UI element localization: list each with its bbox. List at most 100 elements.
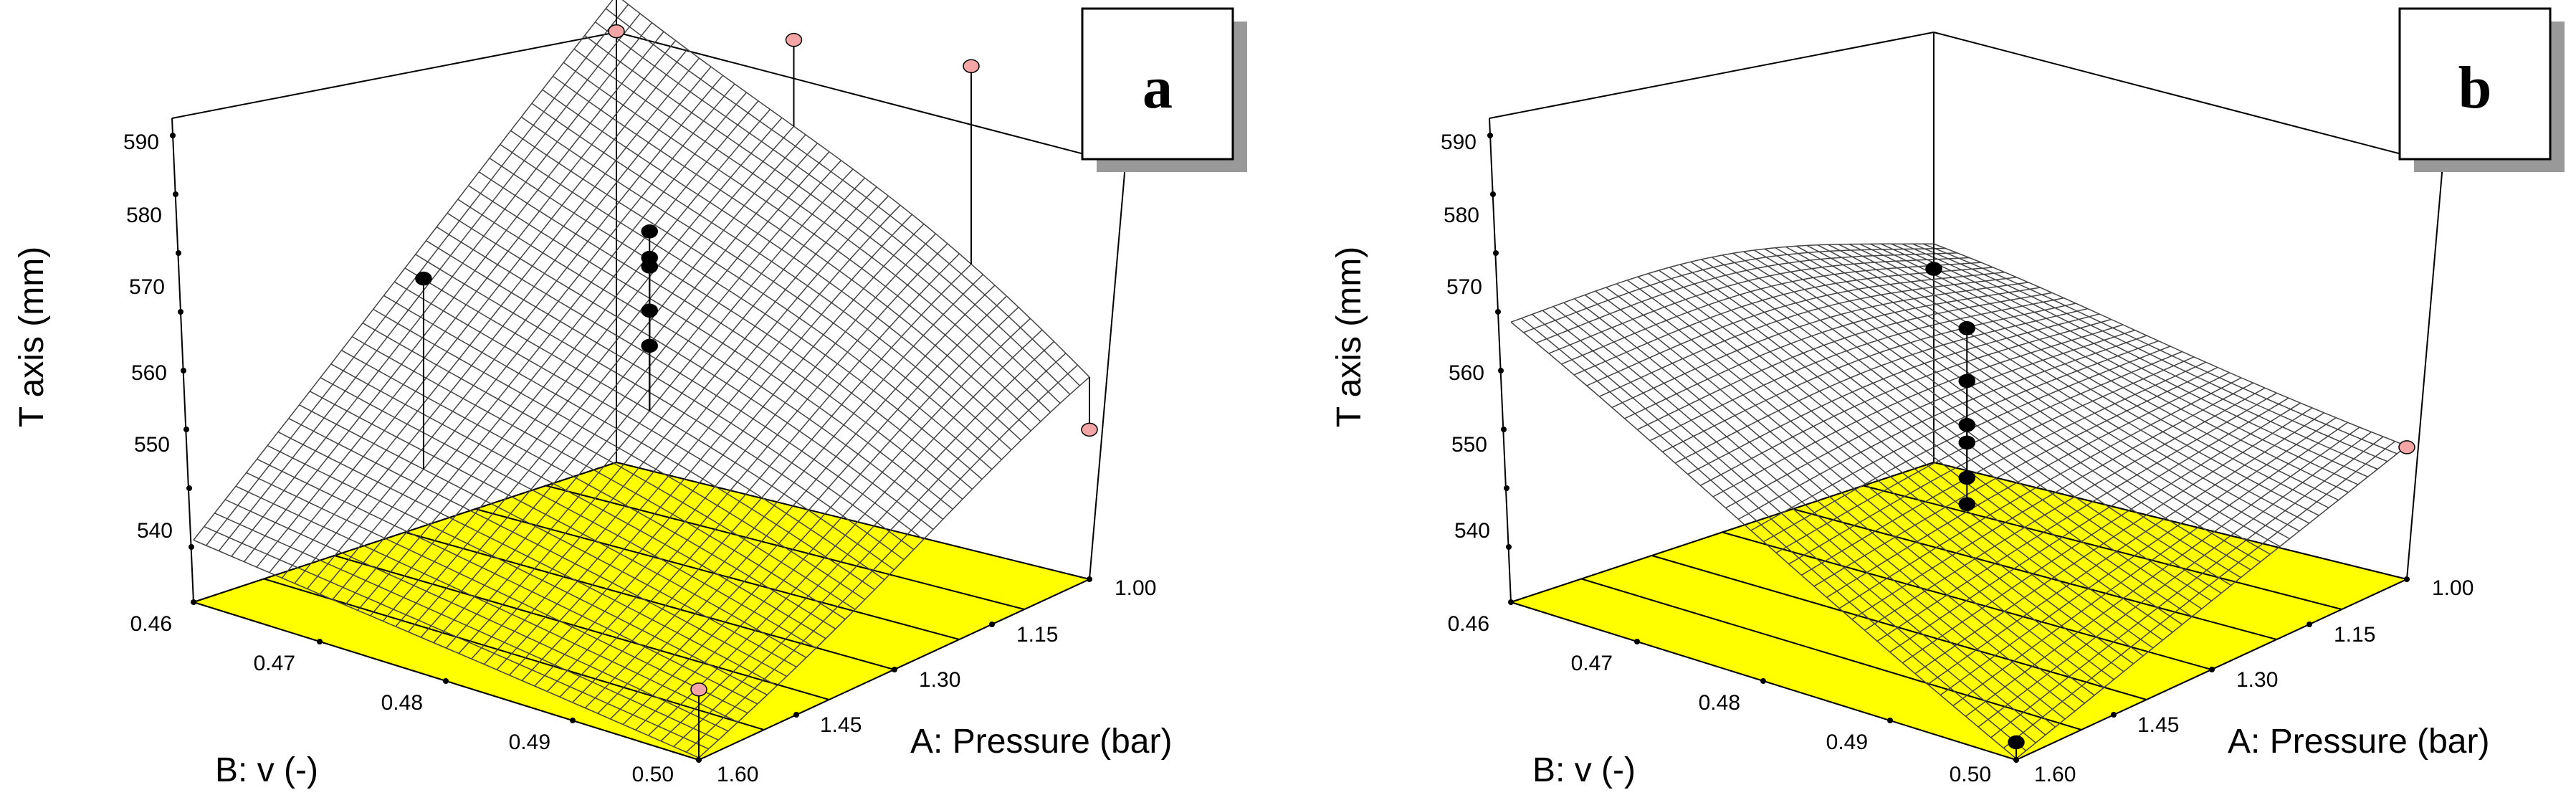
surface-mesh-line: [277, 431, 778, 687]
x-tick-a-1: 1.15: [1016, 623, 1058, 647]
x-tick-b-3: 1.45: [2137, 713, 2179, 737]
surface-mesh-line: [542, 89, 1022, 441]
x-tick-b-1: 1.15: [2334, 623, 2375, 647]
surface-mesh-line: [1532, 313, 2036, 743]
design-point: [2008, 735, 2025, 750]
surface-mesh-line: [1859, 243, 2339, 501]
surface-mesh-line: [1659, 270, 2154, 649]
surface-mesh-line: [257, 458, 758, 705]
surface-mesh-line: [500, 143, 983, 480]
surface-mesh-line: [1616, 283, 2114, 680]
x-axis-label-a: A: Pressure (bar): [910, 723, 1172, 761]
design-point: [1958, 418, 1975, 432]
z-tick-a-570: 570: [129, 275, 165, 299]
y-axis-label-a: B: v (-): [215, 751, 318, 789]
surface-mesh-line: [1624, 287, 2041, 419]
surface-mesh-a: [193, 0, 1090, 758]
x-tick-b-4: 1.60: [2034, 763, 2076, 786]
z-tick-b-550: 550: [1451, 433, 1487, 457]
surface-mesh-line: [351, 335, 846, 620]
surface-mesh-line: [1542, 310, 2046, 736]
surface-mesh-line: [605, 8, 1080, 386]
surface-mesh-line: [1785, 246, 2271, 555]
floor-contour-line: [1651, 555, 2147, 700]
panel-b: 590 580 570 560 550 540 T axis (mm) 0.46…: [1330, 7, 2565, 789]
surface-mesh-line: [1753, 249, 2241, 579]
surface-mesh-line: [1510, 321, 2017, 759]
z-tick-b-560: 560: [1449, 361, 1484, 385]
surface-mesh-line: [584, 34, 1061, 404]
surface-mesh-line: [1848, 243, 2329, 508]
surface-mesh-line: [1912, 243, 2388, 462]
surface-mesh-line: [224, 499, 729, 732]
design-point: [608, 24, 625, 39]
surface-mesh-line: [531, 103, 1012, 451]
surface-mesh-line: [1521, 318, 2027, 751]
surface-mesh-line: [621, 0, 1090, 378]
design-point: [641, 303, 658, 318]
y-tick-b-2: 0.48: [1699, 691, 1740, 715]
z-axis-ticks-a: 590 580 570 560 550 540: [123, 130, 194, 550]
surface-mesh-line: [235, 485, 738, 723]
surface-mesh-line: [415, 254, 905, 561]
surface-mesh-line: [595, 22, 1071, 395]
design-point: [2398, 440, 2415, 454]
surface-mesh-line: [246, 472, 748, 714]
y-tick-b-4: 0.50: [1950, 763, 1991, 786]
surface-mesh-line: [510, 130, 993, 470]
x-axis-ticks-a: 1.00 1.15 1.30 1.45 1.60: [696, 576, 1156, 786]
surface-mesh-line: [1775, 247, 2261, 563]
design-point: [690, 682, 707, 697]
x-tick-a-2: 1.30: [919, 668, 960, 692]
floor-contours-b: [1581, 485, 2342, 730]
z-tick-a-540: 540: [137, 519, 173, 543]
surface-mesh-line: [520, 116, 1002, 460]
contour-floor-b: [1508, 461, 2410, 761]
z-axis-label-b: T axis (mm): [1330, 247, 1368, 427]
surface-mesh-line: [373, 308, 866, 601]
x-tick-b-2: 1.30: [2236, 668, 2278, 692]
design-points-a: [415, 0, 1098, 758]
y-tick-b-0: 0.46: [1448, 612, 1489, 636]
surface-mesh-line: [1764, 248, 2251, 571]
surface-mesh-line: [1795, 245, 2281, 547]
surface-mesh-line: [204, 525, 709, 750]
floor-contour-line: [1863, 485, 2342, 610]
y-tick-a-0: 0.46: [130, 612, 172, 636]
surface-mesh-line: [362, 322, 856, 610]
surface-mesh-line: [573, 48, 1051, 413]
surface-mesh-line: [1669, 267, 2163, 641]
surface-mesh-line: [1574, 298, 2076, 712]
surface-mesh-line: [1595, 290, 2095, 696]
surface-mesh-line: [1611, 282, 2029, 409]
surface-mesh-line: [1933, 243, 2408, 447]
y-tick-b-1: 0.47: [1571, 652, 1613, 675]
surface-mesh-line: [1637, 276, 2134, 665]
surface-mesh-line: [1586, 272, 2005, 386]
z-tick-b-590: 590: [1441, 130, 1477, 154]
z-tick-b-540: 540: [1454, 519, 1490, 543]
surface-mesh-line: [1662, 303, 2076, 452]
y-tick-a-1: 0.47: [254, 652, 295, 675]
surface-mesh-line: [193, 539, 700, 758]
surface-mesh-line: [1648, 272, 2144, 657]
surface-mesh-line: [457, 199, 944, 520]
surface-mesh-line: [1806, 244, 2290, 540]
z-tick-a-560: 560: [131, 361, 167, 385]
surface-mesh-line: [1902, 243, 2378, 470]
z-tick-a-550: 550: [134, 433, 170, 457]
y-axis-label-b: B: v (-): [1532, 751, 1636, 789]
surface-mesh-line: [468, 185, 953, 510]
panel-label-box-a: [1081, 7, 1234, 161]
x-tick-b-0: 1.00: [2432, 576, 2474, 600]
surface-mesh-line: [436, 226, 924, 541]
surface-mesh-line: [1711, 257, 2203, 609]
x-axis-ticks-b: 1.00 1.15 1.30 1.45 1.60: [2013, 576, 2474, 786]
design-point: [415, 271, 432, 286]
surface-mesh-line: [1552, 306, 2056, 728]
z-tick-a-580: 580: [126, 204, 162, 227]
surface-mesh-line: [393, 281, 885, 581]
surface-mesh-line: [1891, 243, 2368, 477]
surface-mesh-line: [426, 240, 915, 551]
